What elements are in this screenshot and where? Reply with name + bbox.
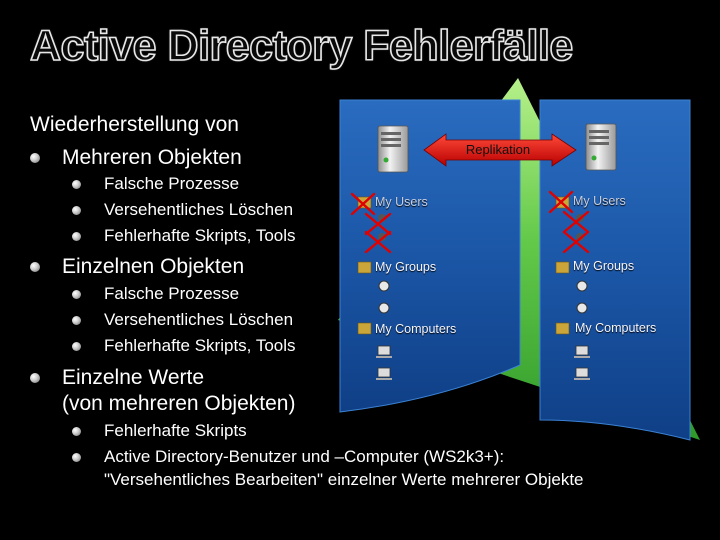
bullet-line: Fehlerhafte Skripts, Tools (104, 226, 296, 245)
bullet-line: (von mehreren Objekten) (62, 392, 296, 415)
left-my-groups-label: My Groups (375, 260, 437, 274)
bullet-line: Wiederherstellung von (30, 113, 239, 136)
double-arrow-icon (423, 133, 577, 167)
server-icon (377, 125, 409, 173)
bullet-line: Falsche Prozesse (104, 284, 240, 303)
bullet-line: "Versehentliches Bearbeiten" einzelner W… (104, 470, 584, 489)
deleted-cross-icon (548, 190, 574, 214)
user-icon (378, 302, 390, 314)
bullet-line: Einzelnen Objekten (62, 255, 245, 278)
bullet-line: Falsche Prozesse (104, 174, 240, 193)
computer-icon (574, 345, 590, 358)
deleted-cross-icon (350, 192, 376, 216)
group-icon (555, 261, 570, 274)
computer-icon (574, 367, 590, 380)
bullet-dot-icon (72, 342, 81, 351)
user-icon (378, 280, 390, 292)
server-icon (585, 123, 617, 171)
deleted-cross-icon (562, 230, 590, 254)
bullet-dot-icon (72, 180, 81, 189)
bullet-line: Fehlerhafte Skripts, Tools (104, 336, 296, 355)
computer-icon (376, 345, 392, 358)
right-my-groups-label: My Groups (573, 259, 635, 273)
folder-icon (555, 322, 570, 335)
bullet-dot-icon (30, 153, 40, 163)
bullet-line: Mehreren Objekten (62, 146, 242, 169)
left-my-computers-label: My Computers (375, 322, 457, 336)
computer-icon (376, 367, 392, 380)
user-icon (576, 302, 588, 314)
bullet-dot-icon (72, 453, 81, 462)
bullet-dot-icon (72, 316, 81, 325)
bullet-dot-icon (72, 427, 81, 436)
bullet-line: Versehentliches Löschen (104, 200, 294, 219)
left-server-panel (339, 99, 521, 413)
group-icon (357, 261, 372, 274)
user-icon (576, 280, 588, 292)
slide-title: Active Directory Fehlerfälle (29, 21, 574, 71)
right-my-computers-label: My Computers (575, 321, 657, 335)
bullet-dot-icon (72, 232, 81, 241)
left-my-users-label: My Users (375, 195, 428, 209)
bullet-line: Versehentliches Löschen (104, 310, 294, 329)
bullet-dot-icon (30, 373, 40, 383)
replication-label: Replikation (465, 142, 531, 157)
folder-icon (357, 322, 372, 335)
right-my-users-label: My Users (573, 194, 626, 208)
bullet-line: Fehlerhafte Skripts (104, 421, 247, 440)
deleted-cross-icon (364, 230, 392, 254)
bullet-line: Active Directory-Benutzer und –Computer … (104, 447, 505, 466)
bullet-dot-icon (72, 290, 81, 299)
bullet-line: Einzelne Werte (62, 366, 205, 389)
deleted-cross-icon (364, 212, 392, 236)
bullet-dot-icon (30, 262, 40, 272)
deleted-cross-icon (562, 210, 590, 234)
bullet-dot-icon (72, 206, 81, 215)
